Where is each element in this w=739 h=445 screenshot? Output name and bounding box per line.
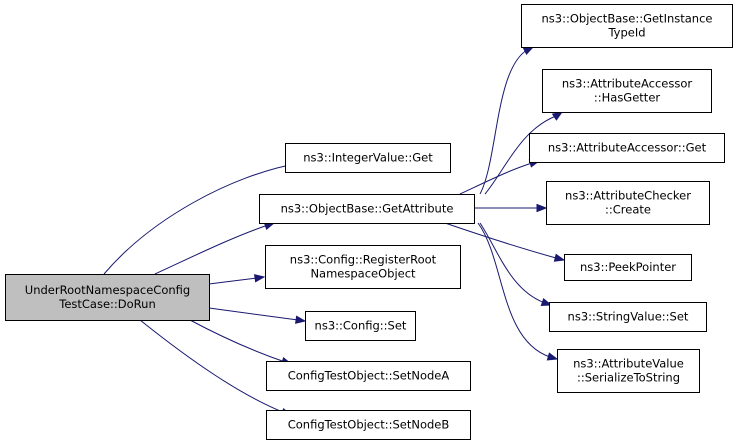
edge-arrowhead xyxy=(536,203,548,213)
edge-arrowhead xyxy=(540,297,553,307)
node-label: TestCase::DoRun xyxy=(58,297,155,311)
node-label: ns3::PeekPointer xyxy=(580,260,676,274)
edge-getattr-to-hasgetter xyxy=(484,111,564,195)
edge-root-to-regroot xyxy=(208,274,266,285)
edge-getattr-to-peek xyxy=(444,222,566,262)
node-box xyxy=(266,361,471,391)
node-box xyxy=(265,245,461,289)
node-label: ns3::AttributeChecker xyxy=(565,189,691,203)
node-box xyxy=(549,302,707,332)
node-box xyxy=(557,349,700,393)
node-box xyxy=(564,254,692,281)
node-label: ns3::ObjectBase::GetAttribute xyxy=(281,202,454,216)
node-accget[interactable]: ns3::AttributeAccessor::Get xyxy=(529,133,725,163)
edge-getattr-to-strset xyxy=(479,222,553,307)
node-label: ns3::IntegerValue::Get xyxy=(303,151,433,165)
edge-arrowhead xyxy=(546,352,559,361)
node-box xyxy=(285,143,451,173)
edge-getattr-to-serialize xyxy=(477,222,559,361)
edge-line xyxy=(154,222,275,275)
edge-arrowhead xyxy=(522,46,535,56)
node-label: ns3::ObjectBase::GetInstance xyxy=(542,12,713,26)
node-label: ns3::StringValue::Set xyxy=(568,310,689,324)
node-label: ::SerializeToString xyxy=(577,371,680,385)
edge-root-to-getattr xyxy=(154,221,276,275)
node-box xyxy=(259,194,475,224)
node-label: ns3::AttributeAccessor::Get xyxy=(548,141,707,155)
node-peek[interactable]: ns3::PeekPointer xyxy=(564,254,692,281)
node-cfgset[interactable]: ns3::Config::Set xyxy=(305,311,416,341)
node-label: TypeId xyxy=(607,26,645,40)
edge-getattr-to-accget xyxy=(459,159,541,195)
node-chkcreate[interactable]: ns3::AttributeChecker::Create xyxy=(546,181,710,225)
edge-arrowhead xyxy=(551,111,564,121)
node-box xyxy=(546,181,710,225)
node-label: UnderRootNamespaceConfig xyxy=(25,283,190,297)
edge-getattr-to-chkcreate xyxy=(473,203,548,213)
node-setnodea[interactable]: ConfigTestObject::SetNodeA xyxy=(266,361,471,391)
edge-root-to-cfgset xyxy=(208,307,307,324)
edge-line xyxy=(103,161,306,275)
node-box xyxy=(266,410,471,440)
edge-line xyxy=(477,222,558,360)
node-setnodeb[interactable]: ConfigTestObject::SetNodeB xyxy=(266,410,471,440)
edge-arrowhead xyxy=(553,253,566,262)
edge-getattr-to-getinst xyxy=(479,46,535,195)
edges-layer xyxy=(103,46,566,417)
node-getattr[interactable]: ns3::ObjectBase::GetAttribute xyxy=(259,194,475,224)
node-box xyxy=(542,69,712,113)
node-label: ConfigTestObject::SetNodeA xyxy=(288,369,450,383)
node-box xyxy=(305,311,416,341)
edge-line xyxy=(479,222,552,306)
node-label: ns3::Config::RegisterRoot xyxy=(290,253,437,267)
node-label: ::Create xyxy=(605,203,651,217)
nodes-layer: UnderRootNamespaceConfigTestCase::DoRunn… xyxy=(5,4,733,440)
node-box xyxy=(521,4,733,48)
node-hasgetter[interactable]: ns3::AttributeAccessor::HasGetter xyxy=(542,69,712,113)
edge-arrowhead xyxy=(253,274,266,283)
edge-line xyxy=(484,111,563,195)
edge-line xyxy=(208,307,306,322)
node-box xyxy=(5,274,210,321)
node-label: NamespaceObject xyxy=(310,267,416,281)
edge-line xyxy=(139,319,292,416)
node-box xyxy=(529,133,725,163)
node-label: ns3::Config::Set xyxy=(315,319,407,333)
node-label: ::HasGetter xyxy=(594,91,661,105)
edge-arrowhead xyxy=(294,315,307,324)
edge-root-to-setnodea xyxy=(189,319,293,366)
edge-line xyxy=(459,160,540,195)
node-label: ConfigTestObject::SetNodeB xyxy=(288,418,450,432)
node-serialize[interactable]: ns3::AttributeValue::SerializeToString xyxy=(557,349,700,393)
edge-line xyxy=(189,319,292,365)
edge-line xyxy=(444,222,565,261)
node-strset[interactable]: ns3::StringValue::Set xyxy=(549,302,707,332)
node-label: ns3::AttributeAccessor xyxy=(562,77,693,91)
edge-line xyxy=(479,46,534,195)
node-label: ns3::AttributeValue xyxy=(573,357,684,371)
node-intget[interactable]: ns3::IntegerValue::Get xyxy=(285,143,451,173)
